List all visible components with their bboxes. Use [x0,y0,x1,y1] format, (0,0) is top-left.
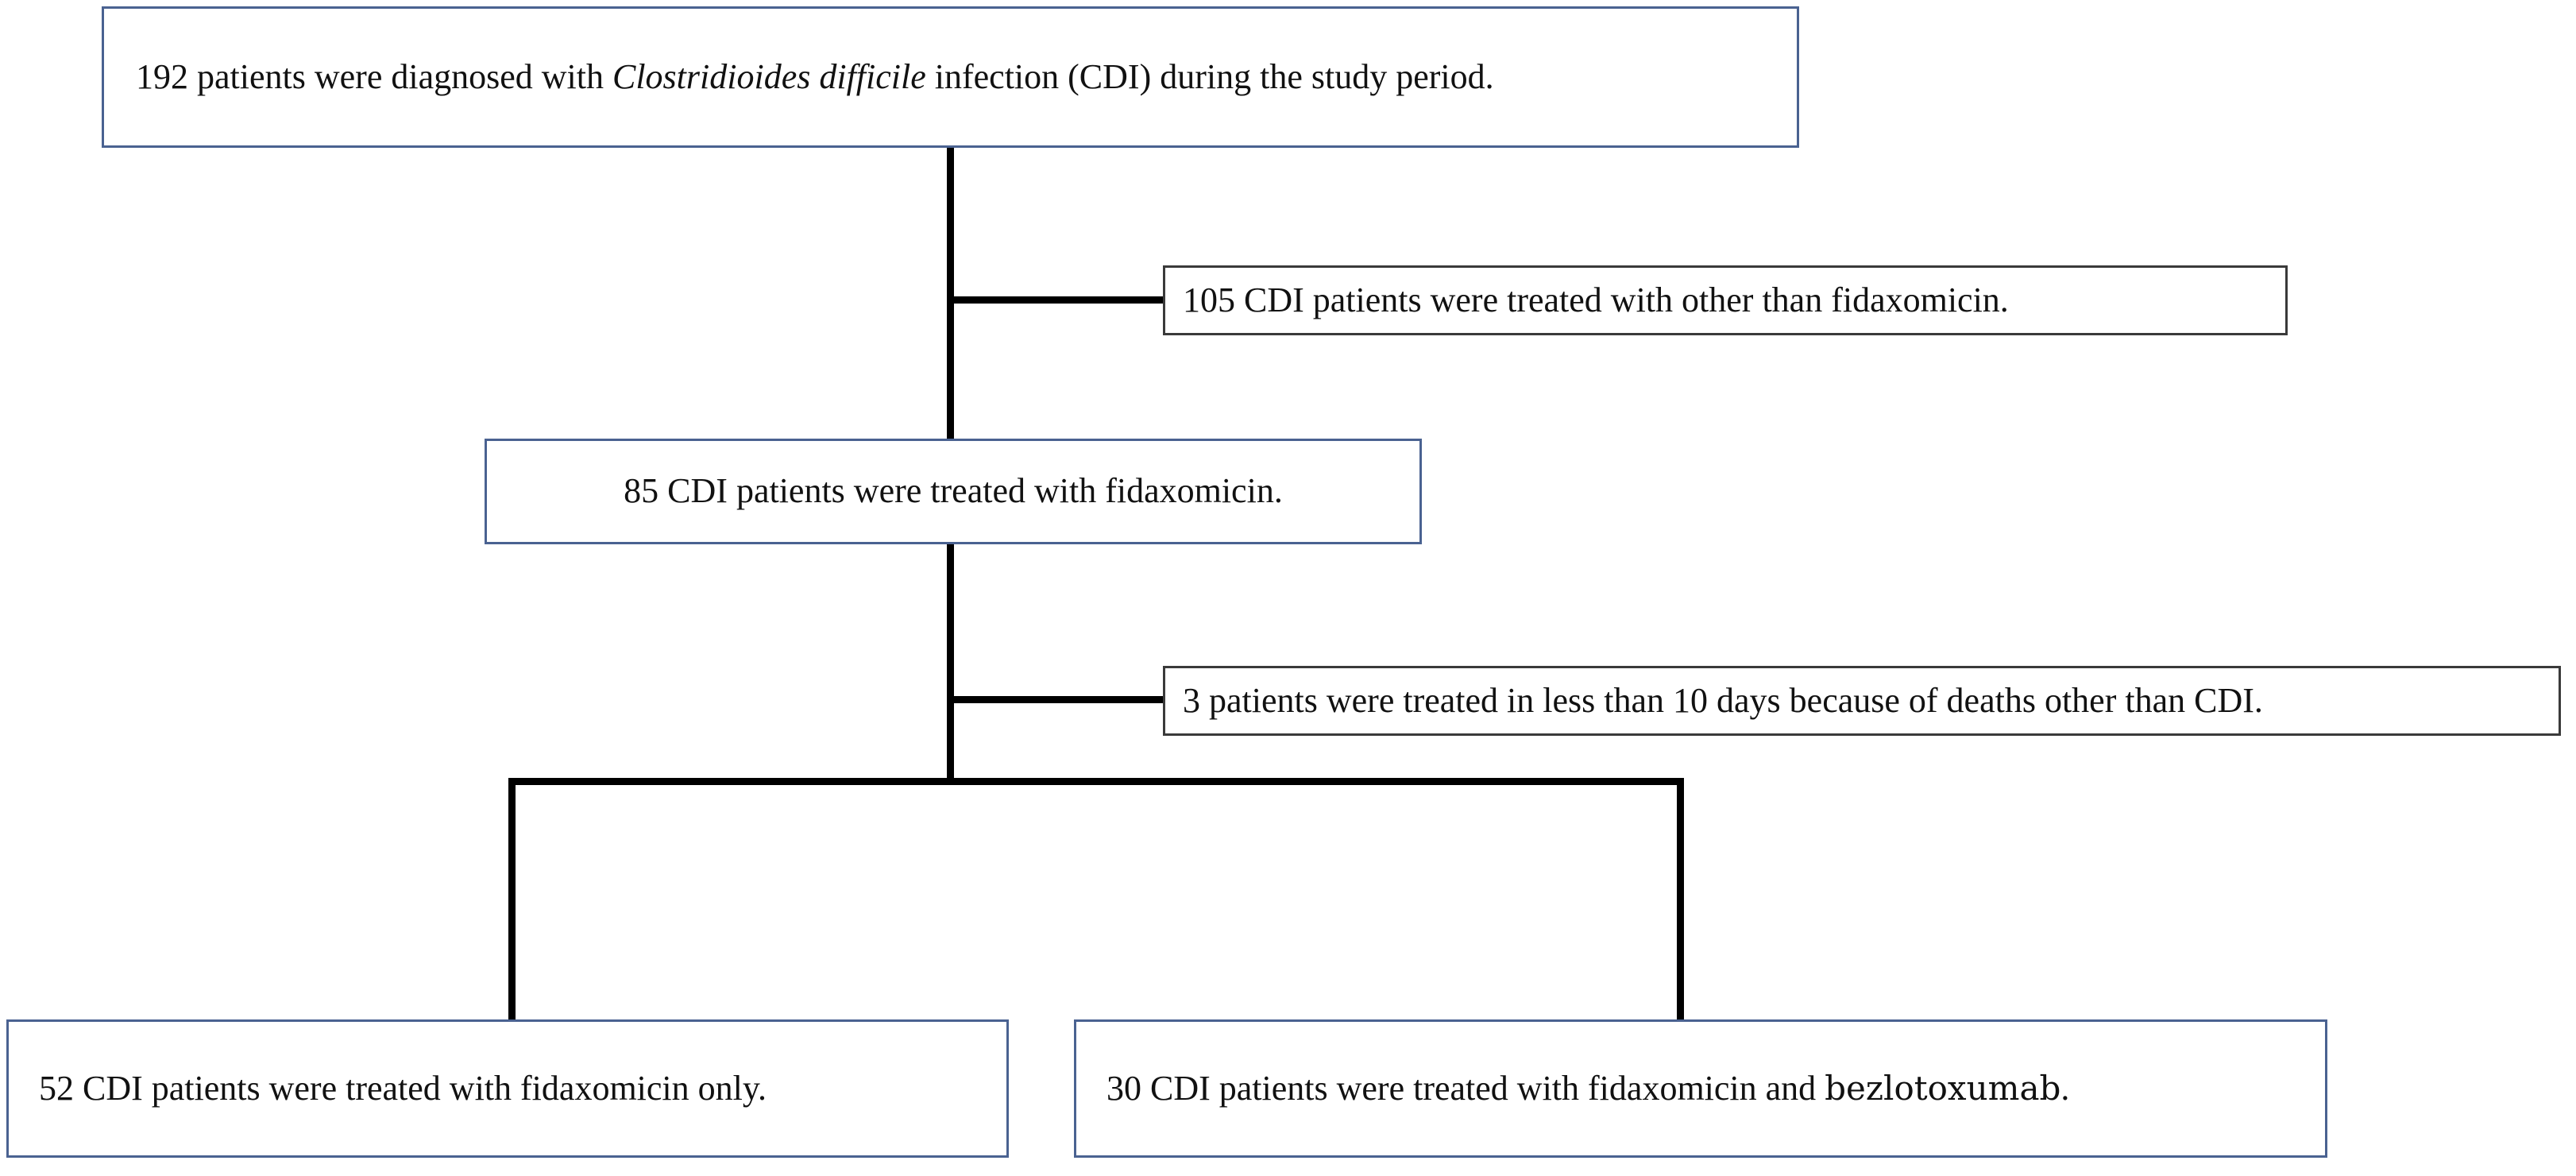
node-fidaxomicin-bezlotoxumab-text: 30 CDI patients were treated with fidaxo… [1106,1068,2295,1110]
species-name-italic: Clostridioides difficile [612,56,926,96]
connector-branch-excluded-deaths [947,696,1165,703]
connector-branch-other-treatment [947,296,1165,304]
node-total-diagnosed[interactable]: 192 patients were diagnosed with Clostri… [102,6,1799,148]
node-fidaxomicin-bezlotoxumab-prefix: 30 CDI patients were treated with fidaxo… [1106,1068,1825,1108]
drug-name-bezlotoxumab: bezlotoxumab [1825,1068,2061,1108]
node-fidaxomicin-bezlotoxumab-suffix: . [2060,1068,2070,1108]
node-other-treatment-text: 105 CDI patients were treated with other… [1183,280,2009,319]
connector-drop-left [508,778,516,1021]
node-excluded-deaths-text: 3 patients were treated in less than 10 … [1183,680,2263,720]
node-total-diagnosed-prefix: 192 patients were diagnosed with [136,56,612,96]
node-fidaxomicin-bezlotoxumab[interactable]: 30 CDI patients were treated with fidaxo… [1074,1019,2327,1158]
connector-drop-right [1677,778,1684,1021]
connector-trunk-lower [947,544,954,785]
connector-split-bar [508,778,1684,785]
node-fidaxomicin-only[interactable]: 52 CDI patients were treated with fidaxo… [6,1019,1009,1158]
connector-trunk-upper [947,148,954,440]
node-total-diagnosed-text: 192 patients were diagnosed with Clostri… [136,56,1765,99]
node-total-diagnosed-suffix: infection (CDI) during the study period. [925,56,1494,96]
node-fidaxomicin-only-text: 52 CDI patients were treated with fidaxo… [39,1068,767,1108]
node-other-treatment[interactable]: 105 CDI patients were treated with other… [1163,265,2288,335]
node-fidaxomicin-treated-text: 85 CDI patients were treated with fidaxo… [624,471,1283,511]
node-excluded-deaths[interactable]: 3 patients were treated in less than 10 … [1163,666,2561,736]
node-fidaxomicin-treated[interactable]: 85 CDI patients were treated with fidaxo… [485,439,1422,544]
